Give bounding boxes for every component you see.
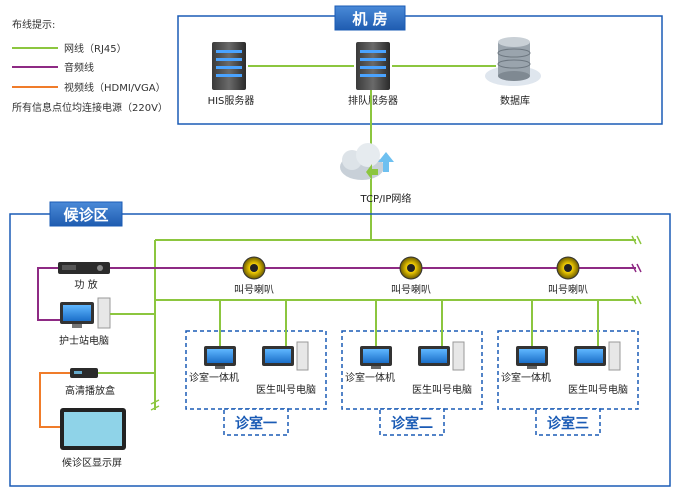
legend-title: 布线提示: xyxy=(12,18,55,31)
room-3-pc-icon xyxy=(574,341,621,371)
waiting-display-label: 候诊区显示屏 xyxy=(62,456,122,469)
break-mark-left xyxy=(150,399,160,411)
nurse-pc-icon xyxy=(60,297,111,329)
room-3: 诊室一体机 医生叫号电脑 诊室三 xyxy=(497,300,639,436)
queue-server-icon xyxy=(356,42,390,90)
break-mark-top xyxy=(631,235,642,245)
room-1-terminal-label: 诊室一体机 xyxy=(189,371,239,384)
legend-audio-label: 音频线 xyxy=(64,61,94,74)
speaker-icon-2 xyxy=(399,256,423,280)
queue-server-label: 排队服务器 xyxy=(348,94,398,107)
legend-net-label: 网线（RJ45） xyxy=(64,42,127,55)
room-2-pc-label: 医生叫号电脑 xyxy=(412,383,472,396)
room-2-terminal-label: 诊室一体机 xyxy=(345,371,395,384)
room-1-terminal-icon xyxy=(204,346,236,369)
room-2-pc-icon xyxy=(418,341,465,371)
room-1: 诊室一体机 医生叫号电脑 诊室一 xyxy=(185,300,327,436)
machine-room-title-box xyxy=(334,5,406,31)
speaker-label-1: 叫号喇叭 xyxy=(234,284,274,296)
room-2-name-box xyxy=(379,408,445,436)
speaker-label-2: 叫号喇叭 xyxy=(391,284,431,296)
room-3-pc-label: 医生叫号电脑 xyxy=(568,383,628,396)
machine-room: 机 房 HIS服务器 排队服务器 xyxy=(177,5,663,125)
his-server-icon xyxy=(212,42,246,90)
room-2-terminal-icon xyxy=(360,346,392,369)
amp-nurse-audio xyxy=(37,267,60,321)
database-label: 数据库 xyxy=(500,94,530,107)
legend-video-label: 视频线（HDMI/VGA） xyxy=(64,81,166,94)
speaker-icon-3 xyxy=(556,256,580,280)
break-mark-mid xyxy=(631,295,642,305)
speaker-icon-1 xyxy=(242,256,266,280)
hd-box-icon xyxy=(70,368,98,378)
hd-box-label: 高清播放盒 xyxy=(65,384,115,397)
legend: 布线提示: 网线（RJ45） 音频线 视频线（HDMI/VGA） 所有信息点位均… xyxy=(12,18,168,114)
room-1-pc-label: 医生叫号电脑 xyxy=(256,383,316,396)
network-label: TCP/IP网络 xyxy=(360,192,412,205)
room-1-pc-icon xyxy=(262,341,309,371)
room-2-name: 诊室二 xyxy=(391,415,433,432)
room-3-terminal-icon xyxy=(516,346,548,369)
nurse-pc-label: 护士站电脑 xyxy=(59,334,109,347)
machine-room-frame xyxy=(177,15,663,125)
his-server-label: HIS服务器 xyxy=(208,94,255,107)
room-3-name: 诊室三 xyxy=(547,415,589,432)
amplifier-icon xyxy=(58,262,110,274)
break-mark-audio xyxy=(631,263,642,273)
database-icon xyxy=(485,37,541,86)
legend-note: 所有信息点位均连接电源（220V） xyxy=(12,101,168,114)
room-1-name: 诊室一 xyxy=(235,415,277,432)
machine-room-title: 机 房 xyxy=(352,10,387,28)
room-3-terminal-label: 诊室一体机 xyxy=(501,371,551,384)
hd-box-video xyxy=(39,372,70,428)
waiting-display-icon xyxy=(60,408,126,450)
room-2: 诊室一体机 医生叫号电脑 诊室二 xyxy=(341,300,483,436)
waiting-area-frame xyxy=(9,213,671,487)
room-3-name-box xyxy=(535,408,601,436)
speaker-label-3: 叫号喇叭 xyxy=(548,284,588,296)
amplifier-label: 功 放 xyxy=(74,278,97,291)
waiting-area-title: 候诊区 xyxy=(63,206,108,224)
room-1-name-box xyxy=(223,408,289,436)
waiting-area-title-box xyxy=(49,201,123,227)
cloud-icon xyxy=(340,143,394,180)
